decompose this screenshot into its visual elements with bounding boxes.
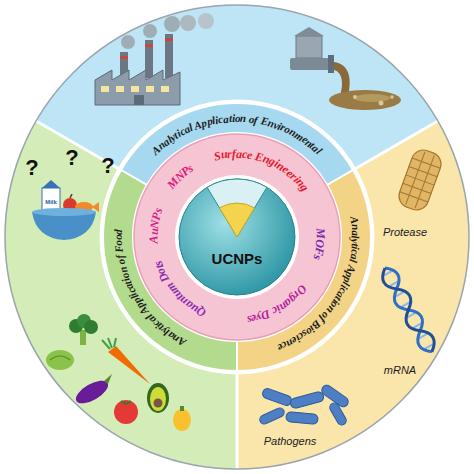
question-mark: ? <box>25 155 38 181</box>
glyph: M <box>312 228 327 239</box>
glyph: o <box>111 235 125 241</box>
sphere-shell <box>179 179 295 295</box>
ucnp-core-shape <box>177 177 297 297</box>
glyph: n <box>240 111 247 125</box>
pathogen-icon <box>258 383 350 426</box>
factory-icon <box>95 13 214 105</box>
glyph: e <box>246 147 254 163</box>
glyph: a <box>349 230 363 236</box>
protease-icon <box>396 147 445 214</box>
ucnp-core: UCNPs <box>177 177 297 297</box>
ring-title: Surface Engineering <box>203 139 319 203</box>
glyph: l <box>349 236 363 239</box>
material-word: AuNPs <box>139 196 173 255</box>
glyph: y <box>349 238 363 243</box>
material-word: Quantum Dots <box>143 248 216 327</box>
ring-hole <box>175 175 299 299</box>
outer-sectors <box>5 5 469 469</box>
inner-divider <box>101 101 373 373</box>
surface-ring: MNPsSurface EngineeringMOFsOrganic Dyes Q… <box>133 133 341 341</box>
glyph: F <box>111 245 126 254</box>
sewage-icon <box>290 27 401 110</box>
mrna-helix-icon <box>378 264 439 356</box>
glyph: i <box>231 111 235 125</box>
vegetables-icon <box>46 314 191 431</box>
glyph: a <box>236 146 242 161</box>
sphere-core <box>220 203 255 237</box>
glyph: a <box>222 111 229 125</box>
question-mark: ? <box>101 153 114 179</box>
glyph: A <box>146 235 161 243</box>
sphere-cutaway <box>207 179 267 237</box>
sector-divider <box>236 373 239 469</box>
glyph: f <box>232 146 237 161</box>
core-label: UCNPs <box>212 250 263 268</box>
item-label: Pathogens <box>264 435 317 448</box>
glyph: o <box>111 240 125 246</box>
glyph: n <box>348 223 362 230</box>
material-word: Organic Dyes <box>234 275 316 334</box>
question-mark: ? <box>65 145 78 171</box>
item-label: Protease <box>383 226 427 239</box>
food-bowl-icon <box>32 180 99 240</box>
material-word: MOFs <box>302 219 335 273</box>
carton-label: Milk <box>45 199 57 206</box>
item-label: mRNA <box>384 364 416 377</box>
glyph: f <box>253 112 259 126</box>
glyph: o <box>235 111 241 125</box>
material-word: MNPs <box>158 153 206 199</box>
outer-border <box>5 5 469 469</box>
ring-shape <box>134 134 340 340</box>
glyph: d <box>111 229 125 235</box>
